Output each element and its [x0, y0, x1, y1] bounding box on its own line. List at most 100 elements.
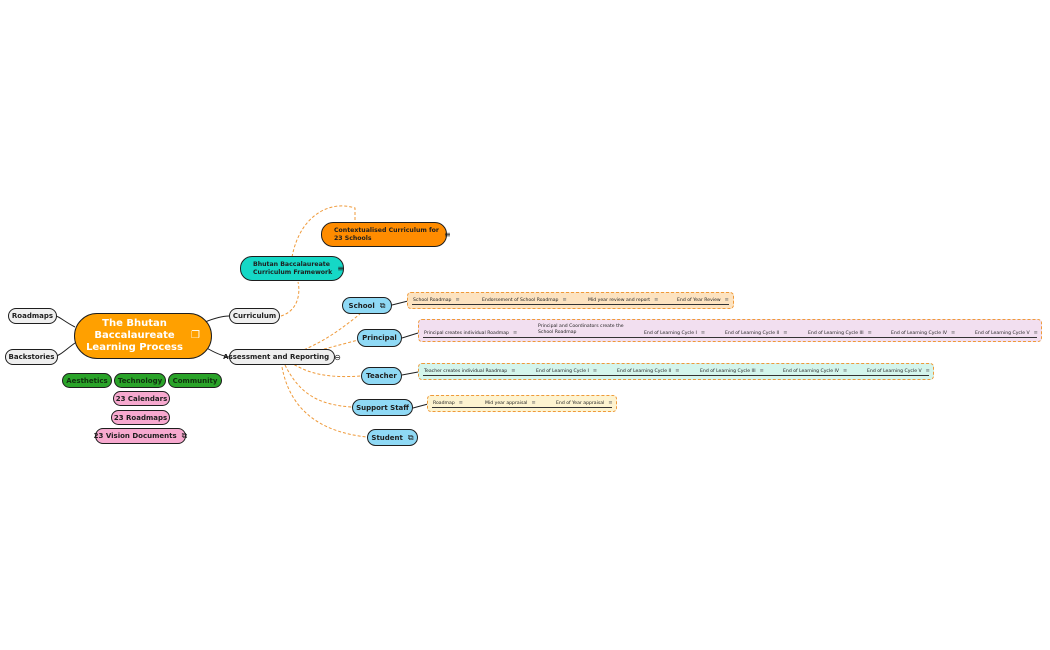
- notes-icon: ≡: [531, 400, 536, 406]
- teacher-item[interactable]: End of Learning Cycle V≡: [867, 368, 930, 375]
- school-label: School: [348, 301, 375, 310]
- assessment-reporting-topic[interactable]: Assessment and Reporting⊖: [223, 349, 341, 365]
- notes-icon: ≡: [512, 330, 518, 336]
- school-topic[interactable]: School ⧉: [342, 297, 392, 314]
- principal-topic[interactable]: Principal: [357, 329, 402, 347]
- calendars-label: 23 Calendars: [115, 394, 168, 403]
- teacher-item-label: End of Learning Cycle II: [617, 369, 672, 374]
- support-staff-item[interactable]: End of Year appraisal≡: [556, 400, 613, 407]
- school-item[interactable]: Endorsement of School Roadmap≡: [482, 297, 567, 304]
- principal-item-label: Principal creates individual Roadmap: [424, 331, 509, 336]
- roadmaps-topic[interactable]: Roadmaps: [8, 308, 57, 324]
- principal-item-label: End of Learning Cycle IV: [891, 331, 947, 336]
- principal-item[interactable]: End of Learning Cycle III≡: [808, 330, 872, 337]
- backstories-label: Backstories: [8, 353, 55, 361]
- external-link-icon[interactable]: ⧉: [379, 300, 386, 310]
- principal-item-label: End of Learning Cycle III: [808, 331, 864, 336]
- teacher-item[interactable]: End of Learning Cycle II≡: [617, 368, 679, 375]
- teacher-item-label: End of Learning Cycle I: [536, 369, 589, 374]
- principal-item[interactable]: End of Learning Cycle V≡: [975, 330, 1038, 337]
- external-link-icon[interactable]: ⧉: [181, 431, 188, 440]
- principal-item[interactable]: End of Learning Cycle II≡: [725, 330, 787, 337]
- notes-icon: ≡: [843, 368, 848, 374]
- teacher-label: Teacher: [366, 372, 397, 380]
- school-timeline-line: [412, 304, 729, 305]
- principal-label: Principal: [362, 334, 397, 342]
- notes-icon: ≡: [700, 330, 706, 336]
- curriculum-topic[interactable]: Curriculum: [229, 308, 280, 324]
- school-item[interactable]: Mid year review and report≡: [588, 297, 658, 304]
- community-tag[interactable]: Community: [168, 373, 222, 388]
- support-staff-timeline-line: [432, 407, 612, 408]
- school-item[interactable]: School Roadmap≡: [413, 297, 460, 304]
- contextualised-curriculum-title: Contextualised Curriculum for 23 Schools: [334, 227, 439, 243]
- collapse-icon[interactable]: ⊖: [334, 352, 341, 362]
- principal-item-label-1: Principal and Coordinators create the: [538, 324, 624, 329]
- vision-documents-tag[interactable]: 23 Vision Documents ⧉: [93, 428, 188, 444]
- notes-icon[interactable]: ≡: [337, 263, 344, 273]
- teacher-topic[interactable]: Teacher: [361, 367, 402, 385]
- school-item-label: Mid year review and report: [588, 298, 651, 303]
- teacher-item[interactable]: End of Learning Cycle III≡: [700, 368, 764, 375]
- teacher-item-label: End of Learning Cycle IV: [783, 369, 839, 374]
- principal-item[interactable]: Principal creates individual Roadmap≡: [424, 330, 517, 337]
- support-staff-topic[interactable]: Support Staff: [352, 399, 413, 416]
- student-label: Student: [371, 433, 403, 442]
- principal-item[interactable]: End of Learning Cycle I≡: [644, 330, 705, 337]
- teacher-item[interactable]: Teacher creates individual Roadmap≡: [424, 368, 515, 375]
- roadmaps-label: Roadmaps: [11, 312, 54, 320]
- school-item-label: Endorsement of School Roadmap: [482, 298, 559, 303]
- contextualised-curriculum-topic[interactable]: Contextualised Curriculum for 23 Schools…: [321, 222, 451, 247]
- teacher-item[interactable]: End of Learning Cycle IV ≡: [783, 368, 847, 375]
- aesthetics-label: Aesthetics: [66, 376, 108, 385]
- contextual-line-2: 23 Schools: [334, 234, 372, 242]
- principal-timeline-box: [418, 319, 1042, 342]
- teacher-item[interactable]: End of Learning Cycle I≡: [536, 368, 597, 375]
- contextual-line-1: Contextualised Curriculum for: [334, 226, 439, 234]
- notes-icon: ≡: [724, 297, 729, 303]
- principal-item-label: End of Learning Cycle I: [644, 331, 697, 336]
- notes-icon: ≡: [654, 297, 659, 303]
- teacher-timeline-line: [423, 375, 929, 376]
- support-staff-item[interactable]: Roadmap≡: [433, 400, 463, 407]
- principal-item-label: End of Learning Cycle V: [975, 331, 1030, 336]
- notes-icon[interactable]: ≡: [443, 229, 451, 239]
- school-item[interactable]: End of Year Review≡: [677, 297, 729, 304]
- root-title: The Bhutan Baccalaureate Learning Proces…: [86, 318, 183, 354]
- root-topic[interactable]: The Bhutan Baccalaureate Learning Proces…: [74, 313, 212, 359]
- root-title-line-1: The Bhutan: [102, 318, 167, 329]
- support-staff-item-label: Mid year appraisal: [485, 401, 528, 406]
- document-icon[interactable]: ❐: [190, 330, 200, 341]
- framework-line-1: Bhutan Baccalaureate: [253, 260, 330, 268]
- notes-icon: ≡: [608, 400, 613, 406]
- technology-tag[interactable]: Technology: [114, 373, 166, 388]
- root-title-line-3: Learning Process: [86, 342, 183, 353]
- notes-icon: ≡: [562, 297, 567, 303]
- school-item-label: End of Year Review: [677, 298, 721, 303]
- external-link-icon[interactable]: ⧉: [407, 432, 414, 442]
- notes-icon: ≡: [783, 330, 788, 336]
- curriculum-framework-topic[interactable]: Bhutan Baccalaureate Curriculum Framewor…: [240, 256, 344, 281]
- support-staff-item-label: Roadmap: [433, 401, 455, 406]
- backstories-topic[interactable]: Backstories: [5, 349, 58, 365]
- support-staff-item[interactable]: Mid year appraisal≡: [485, 400, 536, 407]
- technology-label: Technology: [117, 376, 163, 385]
- student-topic[interactable]: Student ⧉: [367, 429, 418, 446]
- notes-icon: ≡: [759, 368, 764, 374]
- notes-icon: ≡: [511, 368, 516, 374]
- roadmaps-tag[interactable]: 23 Roadmaps: [111, 410, 170, 425]
- vision-documents-label: 23 Vision Documents: [93, 432, 177, 440]
- principal-timeline-line: [423, 337, 1037, 338]
- notes-icon: ≡: [675, 368, 680, 374]
- calendars-tag[interactable]: 23 Calendars: [113, 391, 170, 406]
- aesthetics-tag[interactable]: Aesthetics: [62, 373, 112, 388]
- community-label: Community: [172, 376, 218, 385]
- framework-line-2: Curriculum Framework: [253, 268, 333, 276]
- teacher-item-label: End of Learning Cycle V: [867, 369, 922, 374]
- root-title-line-2: Baccalaureate: [94, 330, 175, 341]
- notes-icon: ≡: [867, 330, 872, 336]
- principal-item[interactable]: End of Learning Cycle IV≡: [891, 330, 955, 337]
- teacher-item-label: Teacher creates individual Roadmap: [424, 369, 508, 374]
